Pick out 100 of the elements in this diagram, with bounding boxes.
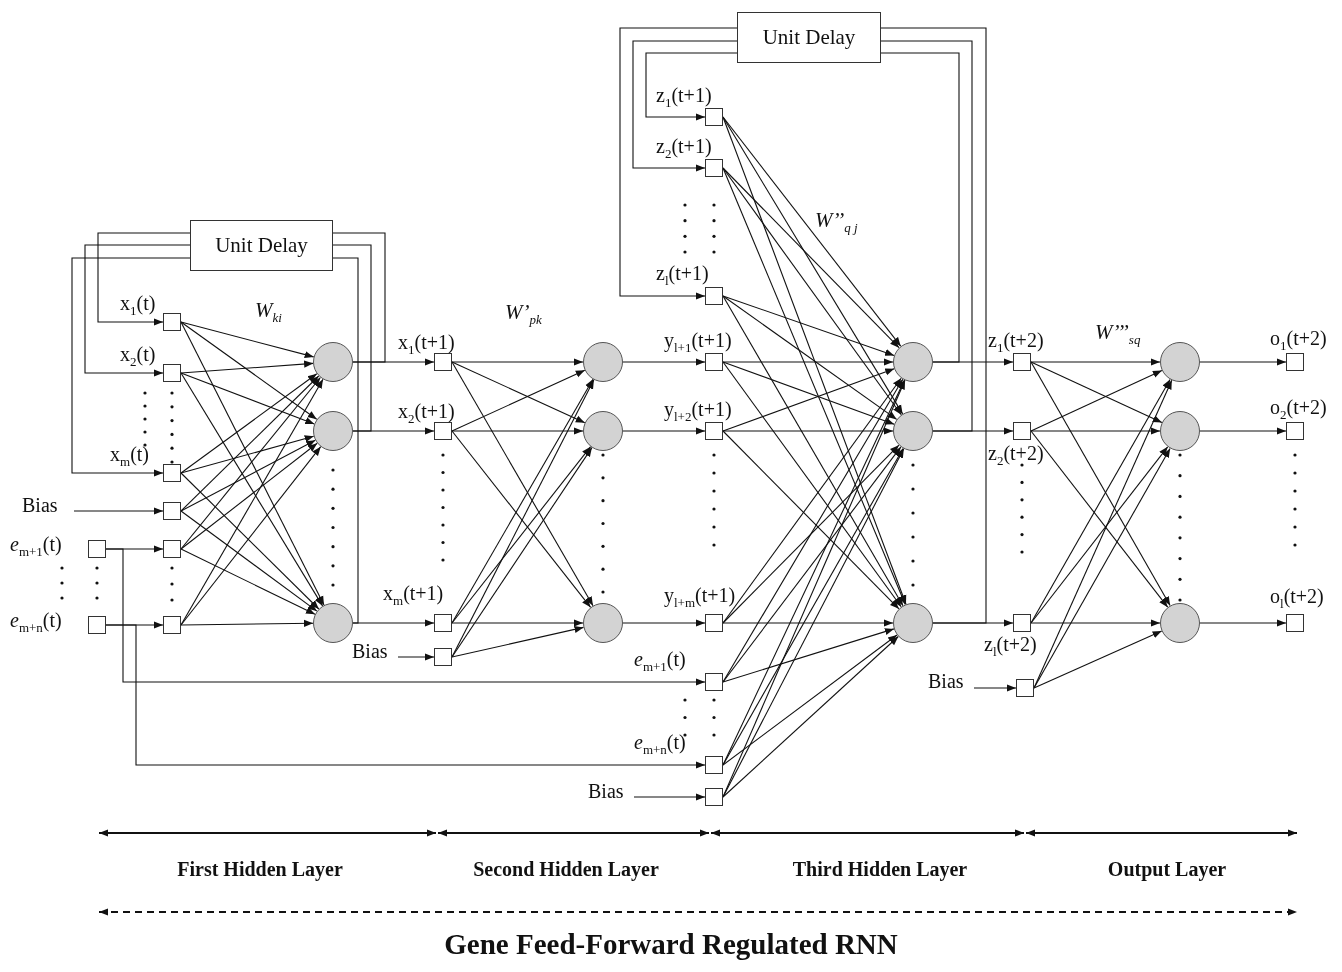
node-label: e$_{m+1}$(t) (634, 648, 686, 675)
node-label: z$_{1}$(t+2) (988, 329, 1044, 356)
node-label: e$_{m+n}$(t) (10, 609, 62, 636)
unit-square (705, 788, 723, 806)
neuron-circle (313, 342, 353, 382)
arrow (451, 358, 584, 366)
unit-square (434, 422, 452, 440)
arrow (622, 358, 706, 366)
arrow (722, 446, 902, 683)
arrow (71, 257, 191, 477)
node-label: x$_{1}$(t) (120, 292, 156, 319)
unit-square (705, 673, 723, 691)
unit-square (705, 108, 723, 126)
arrow (180, 442, 318, 550)
connector-line (880, 40, 973, 432)
arrow (105, 548, 706, 686)
arrow (451, 361, 586, 424)
arrow (180, 375, 320, 512)
unit-square (1286, 353, 1304, 371)
arrow (1199, 427, 1287, 435)
input-label: Bias (22, 494, 74, 516)
node-label: z$_{2}$(t+2) (988, 442, 1044, 469)
arrow (1030, 369, 1163, 432)
arrow (180, 548, 316, 615)
arrow (1030, 430, 1169, 608)
node-label: y$_{l+1}$(t+1) (664, 329, 732, 356)
neuron-circle (313, 411, 353, 451)
node-label: e$_{m+1}$(t) (10, 533, 62, 560)
arrow (1033, 630, 1163, 689)
node-label: z$_{l}$(t+2) (984, 633, 1037, 660)
arrow (180, 472, 320, 610)
neuron-circle (893, 603, 933, 643)
arrow (180, 372, 315, 425)
arrow (1033, 447, 1171, 689)
arrow (633, 793, 706, 801)
unit-square (1016, 679, 1034, 697)
node-label: y$_{l+2}$(t+1) (664, 398, 732, 425)
connector-line (332, 244, 372, 432)
node-label: z$_{l}$(t+1) (656, 262, 709, 289)
node-label: x$_{2}$(t) (120, 343, 156, 370)
neuron-circle (1160, 342, 1200, 382)
arrow (622, 427, 706, 435)
arrow (180, 376, 321, 550)
neuron-circle (893, 411, 933, 451)
neuron-circle (583, 342, 623, 382)
arrow (1030, 427, 1161, 435)
arrow (722, 116, 904, 415)
neuron-circle (1160, 411, 1200, 451)
arrow (451, 369, 586, 432)
input-label: Bias (928, 670, 974, 692)
weight-label: W’’’$_{sq}$ (1095, 320, 1141, 349)
unit-square (705, 614, 723, 632)
arrow (973, 684, 1017, 692)
arrow (180, 373, 318, 474)
unit-square (163, 502, 181, 520)
arrow (722, 167, 900, 349)
unit-square (705, 159, 723, 177)
arrow (722, 295, 904, 607)
layer-label: Second Hidden Layer (473, 858, 659, 881)
arrow (180, 321, 315, 359)
arrow (722, 295, 898, 420)
arrow (180, 321, 325, 606)
arrow (105, 624, 706, 769)
arrow (180, 321, 318, 420)
layer-label: First Hidden Layer (177, 858, 343, 881)
node-label: e$_{m+n}$(t) (634, 731, 686, 758)
arrow (180, 446, 322, 626)
connector-line (332, 257, 359, 624)
node-label: x$_{1}$(t+1) (398, 331, 455, 358)
arrow (97, 232, 191, 326)
arrow (1199, 619, 1287, 627)
layer-label: Output Layer (1107, 858, 1227, 881)
arrow (84, 244, 191, 377)
neuron-circle (583, 603, 623, 643)
weight-label: W$_{ki}$ (255, 298, 282, 327)
arrow (722, 619, 894, 627)
unit-square (163, 464, 181, 482)
node-label: o$_{2}$(t+2) (1270, 396, 1327, 423)
input-label: Bias (352, 640, 398, 662)
delay-box: Unit Delay (737, 12, 881, 63)
unit-square (163, 364, 181, 382)
unit-square (705, 287, 723, 305)
arrow (451, 447, 593, 658)
arrow (180, 619, 314, 627)
unit-square (163, 313, 181, 331)
arrow (397, 653, 435, 661)
arrow (722, 427, 894, 435)
unit-square (434, 614, 452, 632)
arrow (1030, 358, 1161, 366)
unit-square (1286, 614, 1304, 632)
unit-square (1013, 353, 1031, 371)
arrow (180, 510, 318, 612)
node-label: o$_{l}$(t+2) (1270, 585, 1324, 612)
arrow (73, 507, 164, 515)
layer-label: Third Hidden Layer (792, 858, 968, 881)
connector-line (880, 52, 960, 363)
arrow (1033, 379, 1173, 689)
arrow (180, 439, 316, 512)
connector-line (880, 27, 987, 624)
neuron-circle (1160, 603, 1200, 643)
